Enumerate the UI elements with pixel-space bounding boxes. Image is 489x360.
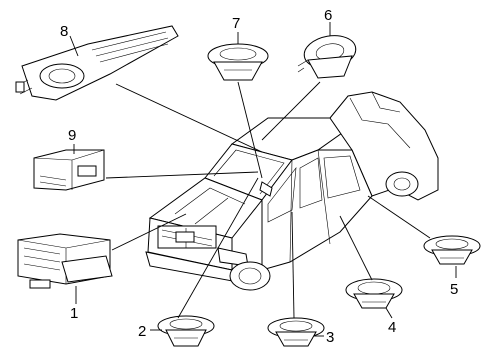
part-6-speaker: [297, 35, 357, 79]
callout-7: 7: [232, 15, 240, 32]
callout-5: 5: [450, 281, 458, 298]
callout-8: 8: [60, 23, 68, 40]
callout-9: 9: [68, 127, 76, 144]
callout-6: 6: [324, 7, 332, 24]
part-3-speaker: [267, 317, 325, 347]
callout-1: 1: [70, 305, 78, 322]
callout-4: 4: [388, 319, 396, 336]
part-8-overhead-console: [15, 25, 179, 101]
callout-2: 2: [138, 323, 146, 340]
callout-3: 3: [326, 329, 334, 346]
part-9-amplifier: [33, 149, 105, 191]
part-5-speaker: [423, 235, 481, 265]
part-4-speaker: [345, 278, 403, 309]
part-2-speaker: [157, 315, 215, 347]
part-1-radio-unit: [17, 233, 113, 289]
pickup-truck: [145, 91, 439, 291]
leader-lines: [69, 22, 457, 337]
part-7-speaker: [207, 43, 269, 81]
